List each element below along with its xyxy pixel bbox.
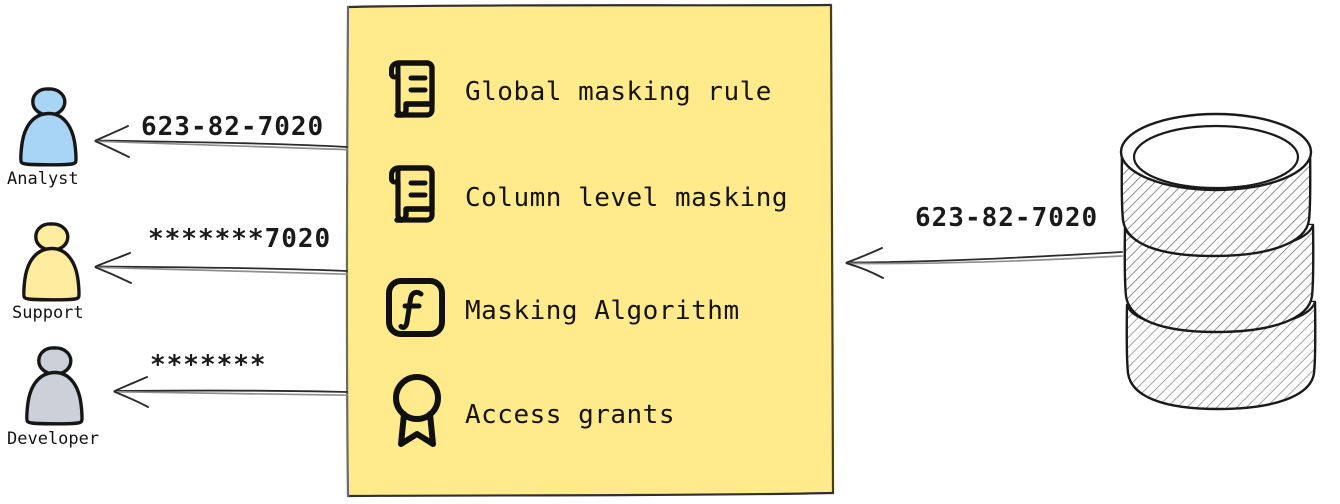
actor-label-analyst: Analyst bbox=[7, 169, 79, 189]
policy-label-3: Access grants bbox=[465, 400, 675, 430]
award-icon bbox=[393, 374, 441, 447]
flow-value-support: *******7020 bbox=[148, 224, 331, 254]
flow-value-developer: ******* bbox=[150, 350, 267, 380]
actor-developer[interactable]: Developer bbox=[7, 346, 99, 449]
policy-row-access-grants[interactable]: Access grants bbox=[393, 374, 675, 447]
flow-arrow-analyst bbox=[94, 125, 348, 158]
person-icon bbox=[22, 222, 81, 302]
person-icon bbox=[25, 346, 84, 426]
database-cylinder[interactable] bbox=[1119, 112, 1317, 411]
function-icon bbox=[386, 278, 445, 337]
policy-row-masking-algorithm[interactable]: Masking Algorithm bbox=[386, 278, 740, 337]
panel-border-right bbox=[829, 3, 835, 495]
policy-row-column-level-masking[interactable]: Column level masking bbox=[389, 165, 789, 223]
flow-arrow-support bbox=[94, 252, 348, 284]
actor-label-support: Support bbox=[12, 303, 84, 323]
panel-border-bottom bbox=[346, 491, 835, 498]
masking-policy-panel bbox=[345, 3, 835, 498]
scroll-icon bbox=[389, 60, 435, 118]
policy-label-2: Masking Algorithm bbox=[465, 296, 740, 326]
panel-border bbox=[346, 3, 833, 9]
panel-body bbox=[347, 4, 833, 496]
flow-arrow-developer bbox=[113, 376, 348, 408]
actor-label-developer: Developer bbox=[7, 429, 99, 449]
policy-label-1: Column level masking bbox=[465, 183, 788, 213]
scroll-icon bbox=[389, 165, 435, 223]
policy-row-global-masking-rule[interactable]: Global masking rule bbox=[389, 60, 772, 118]
actor-analyst[interactable]: Analyst bbox=[7, 87, 79, 189]
actor-support[interactable]: Support bbox=[12, 222, 84, 323]
policy-label-0: Global masking rule bbox=[465, 77, 772, 107]
flow-arrow-database bbox=[845, 247, 1123, 279]
panel-border-left bbox=[345, 5, 350, 498]
flow-value-analyst: 623-82-7020 bbox=[141, 112, 324, 142]
person-icon bbox=[19, 87, 78, 167]
flow-value-database: 623-82-7020 bbox=[915, 203, 1098, 233]
